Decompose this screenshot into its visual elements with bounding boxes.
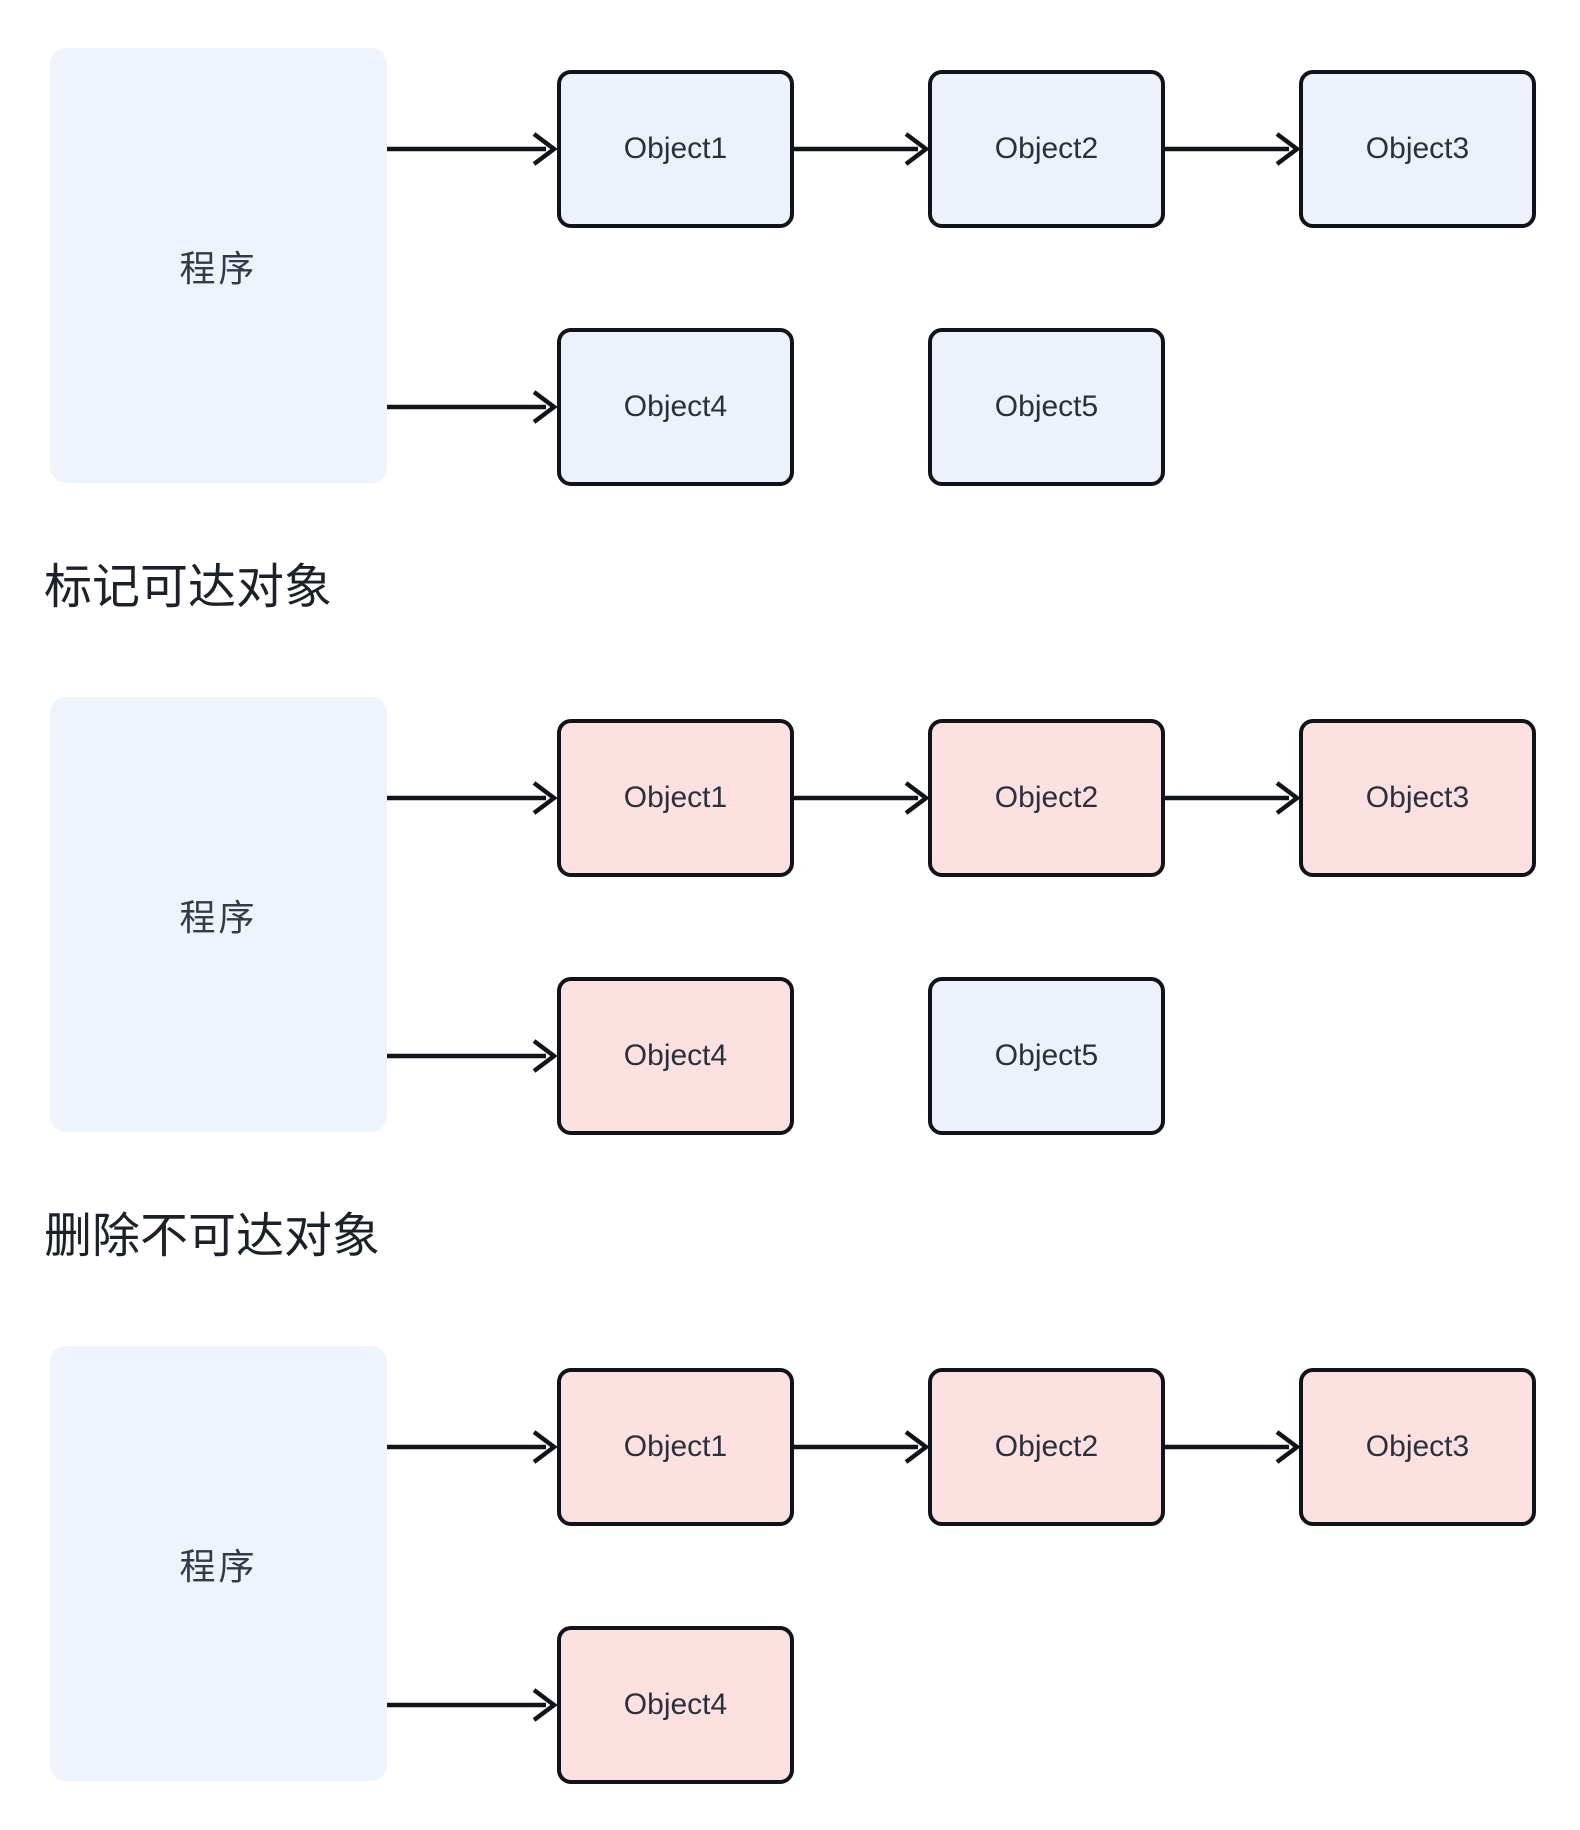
object-label: Object3: [1365, 132, 1470, 165]
arrow-program-to-object4: [387, 390, 558, 424]
arrow-object2-to-object3: [1165, 132, 1301, 166]
arrow-object2-to-object3: [1165, 781, 1301, 815]
object-label: Object5: [994, 1039, 1099, 1072]
arrow-object2-to-object3: [1165, 1430, 1301, 1464]
stage-heading-mark: 标记可达对象: [44, 561, 333, 614]
arrow-program-to-object1: [387, 132, 558, 166]
arrow-object1-to-object2: [794, 132, 930, 166]
object-box-object4: Object4: [557, 1626, 794, 1784]
object-box-object1: Object1: [557, 719, 794, 877]
arrow-program-to-object1: [387, 1430, 558, 1464]
object-box-object3: Object3: [1299, 1368, 1536, 1526]
object-label: Object2: [994, 1430, 1099, 1463]
program-box: 程序: [50, 697, 387, 1132]
object-label: Object1: [623, 132, 728, 165]
program-label: 程序: [179, 247, 258, 289]
object-label: Object4: [623, 1039, 728, 1072]
stage-initial: 程序 Object1 Object2 Object3 Object4 Objec…: [0, 48, 1580, 493]
object-box-object4: Object4: [557, 977, 794, 1135]
object-box-object2: Object2: [928, 70, 1165, 228]
object-label: Object4: [623, 390, 728, 423]
program-box: 程序: [50, 1346, 387, 1781]
program-label: 程序: [179, 896, 258, 938]
object-box-object4: Object4: [557, 328, 794, 486]
object-label: Object4: [623, 1688, 728, 1721]
object-box-object1: Object1: [557, 1368, 794, 1526]
program-label: 程序: [179, 1545, 258, 1587]
arrow-program-to-object4: [387, 1688, 558, 1722]
object-label: Object5: [994, 390, 1099, 423]
arrow-object1-to-object2: [794, 781, 930, 815]
object-box-object2: Object2: [928, 1368, 1165, 1526]
stage-swept: 程序 Object1 Object2 Object3 Object4: [0, 1346, 1580, 1791]
object-label: Object1: [623, 781, 728, 814]
object-label: Object3: [1365, 1430, 1470, 1463]
arrow-program-to-object1: [387, 781, 558, 815]
object-box-object1: Object1: [557, 70, 794, 228]
object-label: Object3: [1365, 781, 1470, 814]
object-box-object2: Object2: [928, 719, 1165, 877]
arrow-object1-to-object2: [794, 1430, 930, 1464]
stage-heading-sweep: 删除不可达对象: [44, 1210, 381, 1263]
object-label: Object1: [623, 1430, 728, 1463]
arrow-program-to-object4: [387, 1039, 558, 1073]
object-box-object5: Object5: [928, 977, 1165, 1135]
object-box-object5: Object5: [928, 328, 1165, 486]
object-box-object3: Object3: [1299, 70, 1536, 228]
program-box: 程序: [50, 48, 387, 483]
stage-marked: 程序 Object1 Object2 Object3 Object4 Objec…: [0, 697, 1580, 1142]
object-label: Object2: [994, 781, 1099, 814]
object-label: Object2: [994, 132, 1099, 165]
object-box-object3: Object3: [1299, 719, 1536, 877]
